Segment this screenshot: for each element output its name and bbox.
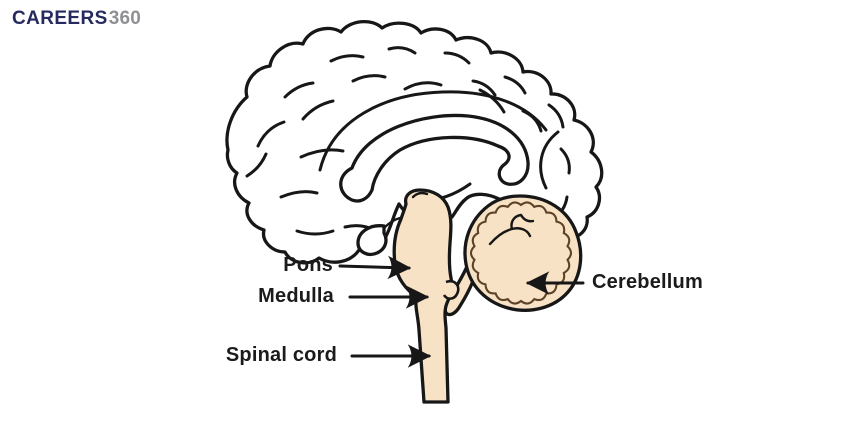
cingulate-sulcus-line (318, 90, 548, 172)
arbor-vitae-squiggle (488, 213, 535, 246)
cerebellum-scalloped-border (469, 201, 573, 305)
midbrain-notch-line (411, 191, 429, 199)
uncus-tail-line (382, 216, 402, 230)
parieto-occipital-sulcus-line (478, 88, 560, 190)
label-spinal-cord: Spinal cord (225, 344, 337, 366)
label-medulla: Medulla (258, 285, 334, 307)
pons-arrow (338, 255, 412, 280)
uncus-loop (356, 224, 388, 257)
cerebellum-shape (463, 194, 583, 312)
corpus-callosum-outline (339, 113, 530, 203)
label-cerebellum: Cerebellum (592, 271, 703, 293)
medulla-flap (442, 280, 460, 300)
logo-text-primary: CAREERS (12, 8, 108, 29)
label-pons: Pons (283, 254, 333, 276)
careers360-logo: CAREERS360 (12, 8, 141, 30)
logo-text-secondary: 360 (108, 8, 142, 29)
